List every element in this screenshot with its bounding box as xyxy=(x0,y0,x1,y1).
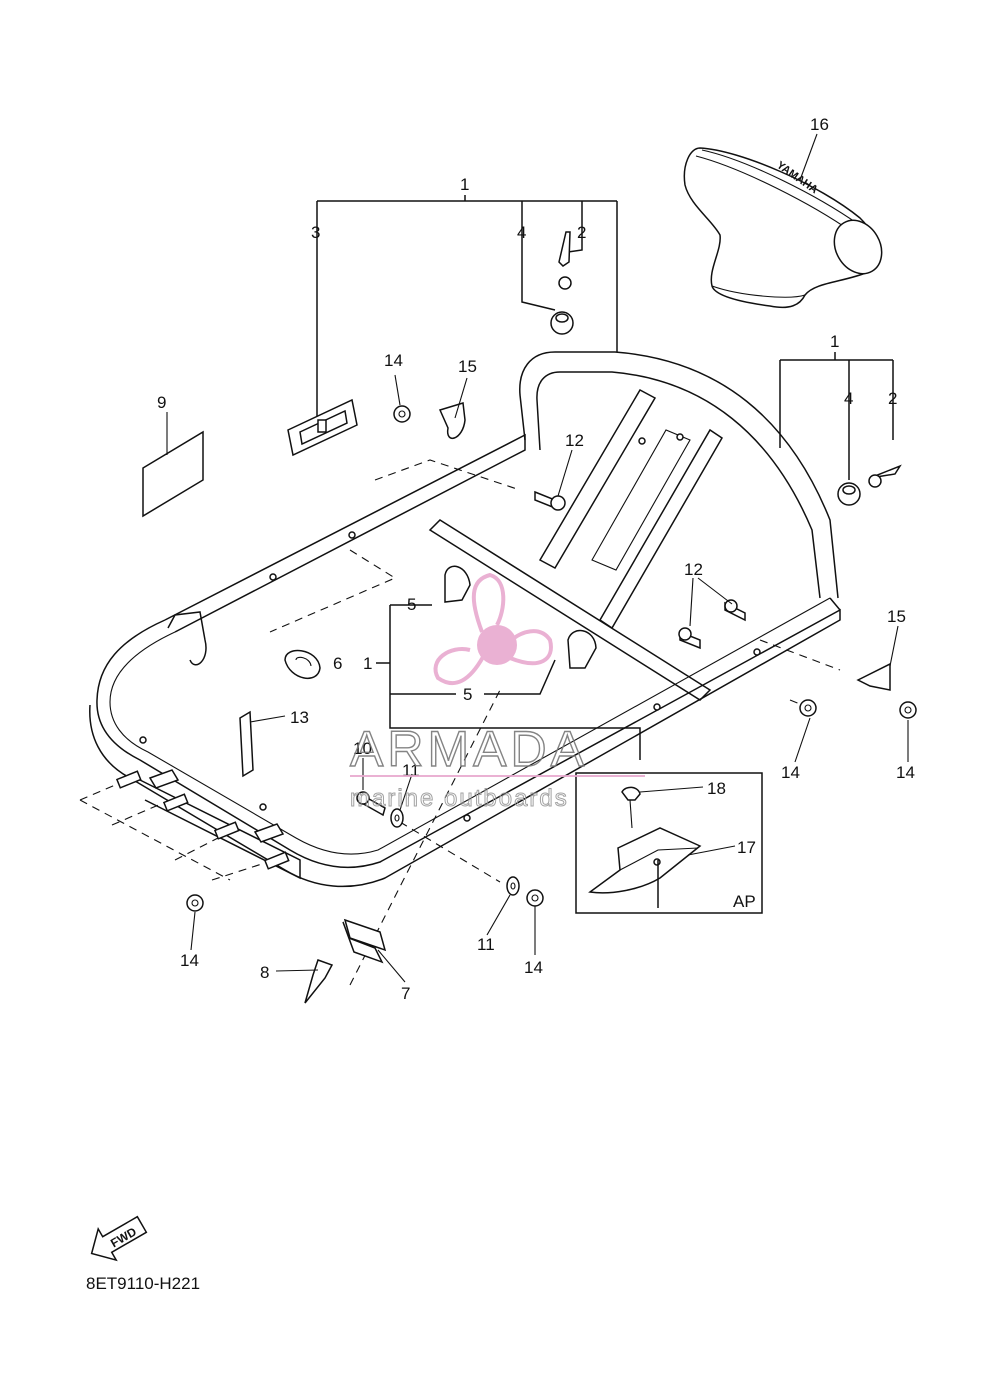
callout-13: 13 xyxy=(290,708,309,727)
clip-part-b xyxy=(856,662,891,691)
callout-5-a: 5 xyxy=(407,595,416,614)
screw-part-18 xyxy=(621,786,641,801)
handle-cover-part: YAMAHA xyxy=(683,147,883,309)
leader-lines xyxy=(79,195,894,986)
callout-12-b: 12 xyxy=(684,560,703,579)
label-sheet-part xyxy=(142,430,204,518)
small-parts xyxy=(115,231,917,1004)
rivet-part-8 xyxy=(304,959,334,1004)
clamp-part xyxy=(284,649,321,679)
grommet-part-top xyxy=(550,311,574,335)
callout-4-right: 4 xyxy=(844,389,853,408)
callout-9: 9 xyxy=(157,393,166,412)
rivet-part-top xyxy=(558,231,571,267)
nut-part-a xyxy=(393,405,411,423)
plate-part-7 xyxy=(343,918,387,952)
callout-1-right: 1 xyxy=(830,332,839,351)
callout-1-top: 1 xyxy=(460,175,469,194)
callout-14-a: 14 xyxy=(384,351,403,370)
callout-15-b: 15 xyxy=(887,607,906,626)
callout-17: 17 xyxy=(737,838,756,857)
callout-2-right: 2 xyxy=(888,389,897,408)
callout-14-e: 14 xyxy=(524,958,543,977)
callout-14-c: 14 xyxy=(896,763,915,782)
callout-numbers: 1 3 4 2 16 1 4 2 9 14 15 12 12 15 5 6 1 … xyxy=(157,115,915,1003)
stud-parts xyxy=(115,770,290,870)
holder-part-a xyxy=(444,565,471,603)
washer-part-a xyxy=(390,808,404,828)
callout-6: 6 xyxy=(333,654,342,673)
callout-4-top: 4 xyxy=(517,223,526,242)
holder-part-b xyxy=(567,629,597,669)
clip-part-a xyxy=(438,402,466,439)
plate-part-17 xyxy=(588,827,702,894)
watermark-tagline: marine outboards xyxy=(350,785,569,812)
nut-part-e xyxy=(526,889,544,907)
callout-16: 16 xyxy=(810,115,829,134)
frame-part xyxy=(89,351,841,888)
nut-part-c xyxy=(899,701,917,719)
fwd-arrow: FWD xyxy=(90,1215,148,1262)
callout-3: 3 xyxy=(311,223,320,242)
armada-watermark: ARMADA marine outboards xyxy=(349,572,645,813)
washer-part-b xyxy=(506,876,520,896)
callout-8: 8 xyxy=(260,963,269,982)
callout-14-d: 14 xyxy=(180,951,199,970)
propeller-logo xyxy=(433,572,553,685)
callout-15-a: 15 xyxy=(458,357,477,376)
callout-1-mid: 1 xyxy=(363,654,372,673)
nut-part-b xyxy=(799,699,817,717)
callout-12-a: 12 xyxy=(565,431,584,450)
callout-5-b: 5 xyxy=(463,685,472,704)
callout-leaders xyxy=(166,133,909,983)
grommet-part-right xyxy=(837,482,861,506)
switch-panel-part xyxy=(287,398,358,457)
callout-7: 7 xyxy=(401,984,410,1003)
callout-11-b: 11 xyxy=(477,935,495,954)
callout-10: 10 xyxy=(353,739,372,758)
nut-part-d xyxy=(186,894,204,912)
watermark-name: ARMADA xyxy=(350,721,588,777)
callout-14-b: 14 xyxy=(781,763,800,782)
callout-18: 18 xyxy=(707,779,726,798)
callout-2-top: 2 xyxy=(577,223,586,242)
cable-tie-part xyxy=(239,710,254,778)
diagram-code: 8ET9110-H221 xyxy=(86,1274,200,1293)
ap-label: AP xyxy=(733,892,756,911)
ap-inset xyxy=(575,772,763,914)
